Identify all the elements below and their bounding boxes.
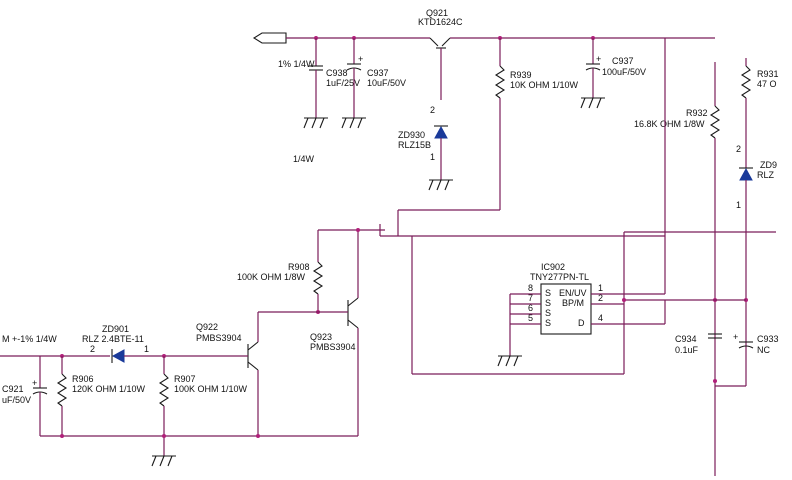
zener-diode-icon — [434, 125, 448, 139]
q923-part: PMBS3904 — [310, 342, 356, 352]
r931-ref: R931 — [757, 69, 779, 79]
resistor-r907: R907 100K OHM 1/10W — [158, 356, 248, 456]
capacitor-c937: + C937 10uF/50V — [346, 38, 406, 118]
zd930-pin2: 2 — [430, 105, 435, 115]
zener-zd901: ZD901 RLZ 2.4BTE-11 2 1 M +-1% 1/4W — [0, 324, 166, 363]
r907-ref: R907 — [174, 374, 196, 384]
c935-ref: C937 — [612, 56, 634, 66]
zd9-ref: ZD9 — [760, 160, 777, 170]
capacitor-c921: + C921 uF/50V — [2, 356, 48, 436]
ic902-pin-num: 1 — [598, 283, 603, 293]
c921-value: uF/50V — [2, 395, 31, 405]
top-rail — [252, 32, 715, 44]
ic902-pin-num: 6 — [528, 303, 533, 313]
resistor-r939: R939 10K OHM 1/10W — [397, 38, 579, 236]
ic902-pin-num: 2 — [598, 293, 603, 303]
c938-value: 1uF/25V — [326, 78, 360, 88]
q921-part: KTD1624C — [418, 17, 463, 27]
ground-icon — [497, 355, 522, 367]
ic902-pin-s: S — [545, 298, 551, 308]
zd901-ref: ZD901 — [102, 324, 129, 334]
connector-arrow-icon — [252, 32, 287, 44]
zd9-pin1: 1 — [736, 200, 741, 210]
q923-ref: Q923 — [310, 332, 332, 342]
left-input-note: M +-1% 1/4W — [2, 334, 57, 344]
bottom-return — [40, 434, 358, 438]
ic-ic902: IC902 TNY277PN-TL S S S S EN/UV BP/M D 8… — [509, 236, 746, 356]
r908-value: 100K OHM 1/8W — [237, 272, 306, 282]
zd9-pin2: 2 — [736, 144, 741, 154]
ic902-pin-bp: BP/M — [562, 298, 584, 308]
q922-part: PMBS3904 — [196, 333, 242, 343]
ground-icon — [341, 117, 366, 129]
zener-diode-icon — [739, 167, 753, 181]
zd901-pin1: 1 — [144, 344, 149, 354]
c934-value: 0.1uF — [675, 345, 699, 355]
c933-value: NC — [757, 345, 770, 355]
c921-ref: C921 — [2, 384, 24, 394]
resistor-r931: R931 47 O — [740, 58, 779, 140]
ic902-pin-d: D — [578, 318, 585, 328]
zd930-part: RLZ15B — [398, 140, 431, 150]
mid-net — [317, 38, 776, 375]
ic902-pin-en: EN/UV — [559, 288, 587, 298]
c933-ref: C933 — [757, 334, 779, 344]
r931-value: 47 O — [757, 79, 777, 89]
capacitor-c938: 1% 1/4W C938 1uF/25V — [278, 38, 360, 118]
c935-value: 100uF/50V — [602, 67, 646, 77]
r907-value: 100K OHM 1/10W — [174, 384, 248, 394]
svg-text:+: + — [32, 378, 37, 388]
r939-ref: R939 — [510, 70, 532, 80]
ic902-pin-s: S — [545, 288, 551, 298]
c937-value: 10uF/50V — [367, 78, 406, 88]
r932-value: 16.8K OHM 1/8W — [634, 119, 705, 129]
transistor-q923: Q923 PMBS3904 — [310, 297, 359, 436]
q921-ref: Q921 — [426, 8, 448, 18]
svg-text:+: + — [596, 54, 601, 64]
capacitor-c934: C934 0.1uF — [675, 333, 722, 355]
capacitor-c935: + C937 100uF/50V — [585, 38, 646, 98]
svg-text:+: + — [358, 54, 363, 64]
transistor-q921: Q921 KTD1624C — [418, 8, 463, 100]
resistor-r932: R932 16.8K OHM 1/8W — [634, 62, 721, 476]
resistor-r908: R908 100K OHM 1/8W — [237, 261, 324, 314]
ground-icon — [580, 97, 605, 109]
resistor-r906: R906 120K OHM 1/10W — [56, 356, 146, 436]
q922-ref: Q922 — [196, 322, 218, 332]
ic902-ref: IC902 — [541, 262, 565, 272]
ic902-part: TNY277PN-TL — [530, 272, 589, 282]
zener-zd930: 2 ZD930 RLZ15B 1 — [398, 105, 448, 180]
zd930-ref: ZD930 — [398, 130, 425, 140]
mid-left-pw-note: 1/4W — [293, 154, 315, 164]
top-left-tol-note: 1% 1/4W — [278, 59, 315, 69]
ic902-pin-num: 5 — [528, 313, 533, 323]
zd9-part: RLZ — [757, 170, 775, 180]
r906-value: 120K OHM 1/10W — [72, 384, 146, 394]
c937-ref: C937 — [367, 68, 389, 78]
r908-ref: R908 — [288, 262, 310, 272]
r906-ref: R906 — [72, 374, 94, 384]
zd901-part: RLZ 2.4BTE-11 — [82, 334, 144, 344]
c938-ref: C938 — [326, 68, 348, 78]
ic902-pin-num: 4 — [598, 313, 603, 323]
svg-text:+: + — [733, 332, 738, 342]
zd930-pin1: 1 — [430, 152, 435, 162]
ic902-pin-num: 7 — [528, 293, 533, 303]
r932-ref: R932 — [686, 108, 708, 118]
r939-value: 10K OHM 1/10W — [510, 80, 579, 90]
transistor-q922: Q922 PMBS3904 — [164, 311, 318, 436]
ic902-pin-s: S — [545, 308, 551, 318]
ic902-pin-num: 8 — [528, 283, 533, 293]
ic902-pin-s: S — [545, 318, 551, 328]
c934-ref: C934 — [675, 334, 697, 344]
zener-diode-icon — [111, 349, 125, 363]
zd901-pin2: 2 — [90, 344, 95, 354]
ground-icon — [303, 117, 328, 129]
ground-icon — [428, 179, 453, 191]
ground-icon — [151, 455, 176, 467]
zener-zd9: 2 ZD9 RLZ 1 — [736, 140, 777, 386]
capacitor-c933: + C933 NC — [715, 332, 779, 387]
